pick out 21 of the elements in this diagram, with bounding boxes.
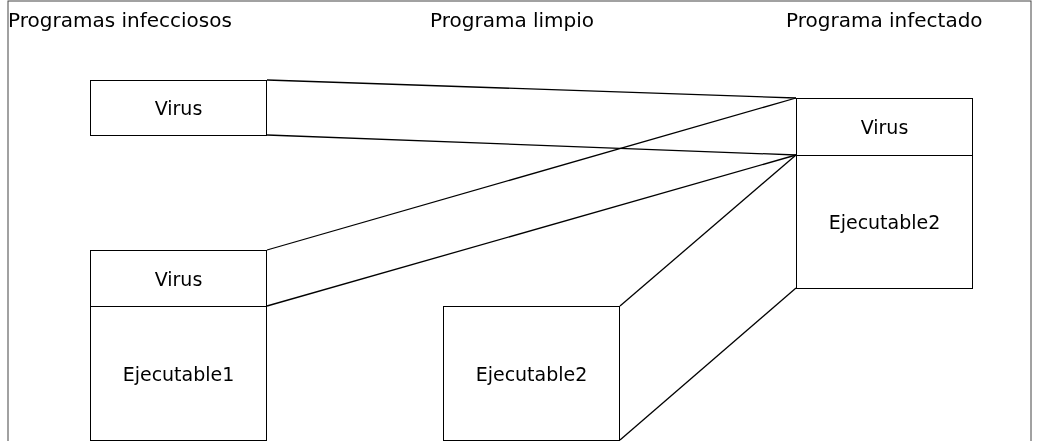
program-box	[90, 306, 267, 441]
box-label: Ejecutable1	[122, 362, 235, 385]
box-label: Ejecutable2	[828, 211, 941, 233]
connector-line	[619, 287, 797, 441]
connector-line	[266, 97, 797, 251]
connector-line	[266, 79, 797, 99]
program-box	[796, 98, 973, 156]
program-box	[796, 155, 973, 289]
column-heading: Programa limpio	[430, 8, 595, 32]
program-box	[90, 80, 267, 136]
connector-line	[266, 134, 797, 156]
program-box	[90, 250, 267, 307]
box-label: Ejecutable2	[475, 362, 588, 385]
box-label: Virus	[154, 97, 203, 119]
box-label: Virus	[860, 116, 909, 138]
box-label: Virus	[154, 267, 203, 290]
program-box	[443, 306, 620, 441]
connector-line	[266, 154, 797, 307]
column-heading: Programa infectado	[786, 8, 983, 32]
connector-line	[619, 154, 797, 307]
column-heading: Programas infecciosos	[8, 8, 232, 32]
